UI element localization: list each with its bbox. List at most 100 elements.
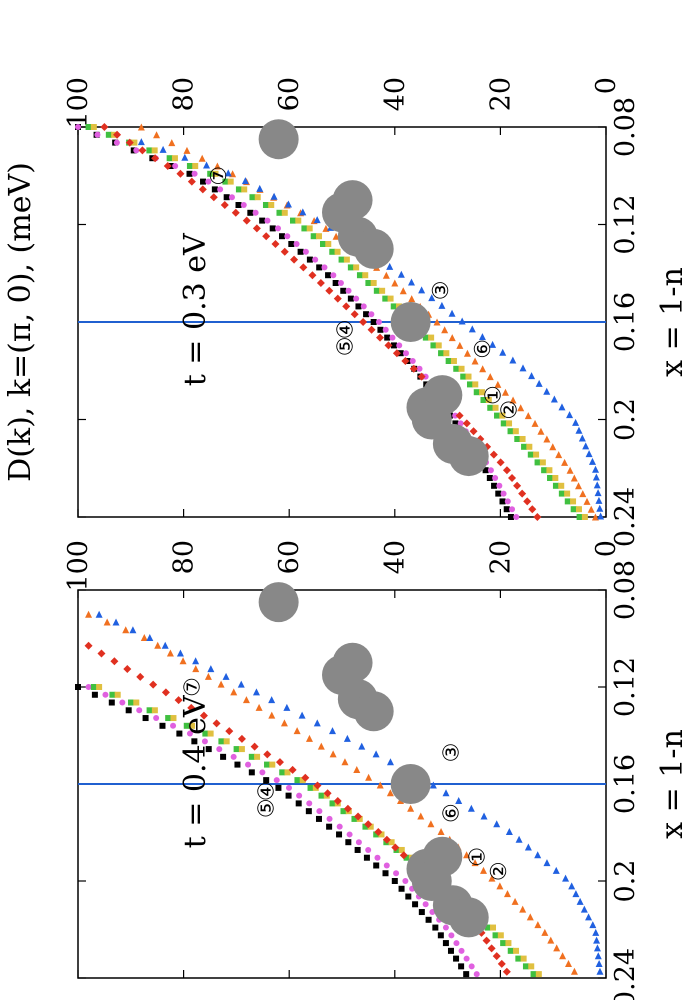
data-point (494, 380, 502, 388)
data-point (468, 325, 476, 333)
data-point (340, 287, 347, 294)
data-point (228, 194, 235, 201)
data-point (412, 901, 419, 908)
data-point (507, 947, 514, 954)
data-point (295, 800, 302, 807)
data-point (216, 746, 223, 753)
data-point (159, 145, 167, 153)
data-point (565, 959, 573, 967)
data-point (592, 465, 600, 473)
data-point (515, 835, 523, 843)
data-point (205, 178, 212, 185)
data-point (499, 412, 506, 419)
data-point (393, 870, 400, 877)
curve-label: ⑤ (255, 798, 280, 818)
data-point (417, 372, 426, 381)
data-point (443, 350, 450, 357)
data-point (588, 457, 596, 465)
data-point (579, 490, 587, 498)
data-point (189, 722, 196, 729)
curve-label: ⑦ (207, 166, 232, 186)
data-point (329, 248, 336, 255)
data-point (297, 248, 304, 255)
data-point (168, 139, 176, 147)
data-point (310, 233, 317, 240)
data-point (341, 758, 349, 766)
data-point (347, 295, 354, 302)
curve-label: ⑤ (334, 337, 359, 357)
x-tick-label: 0.08 (610, 560, 641, 620)
data-point (95, 610, 103, 618)
data-point (293, 241, 300, 247)
data-point (492, 475, 499, 481)
data-point (353, 765, 361, 773)
experiment-point (258, 119, 299, 160)
data-point (204, 672, 212, 680)
data-point (240, 202, 247, 208)
data-point (276, 209, 283, 216)
data-point (572, 890, 580, 898)
data-point (295, 217, 302, 224)
data-point (370, 319, 377, 325)
data-point (166, 649, 174, 657)
data-point (268, 696, 276, 704)
data-point (123, 665, 132, 674)
data-point (389, 334, 396, 341)
data-point (596, 504, 604, 512)
data-point (186, 163, 193, 169)
data-point (458, 365, 465, 372)
data-point (448, 309, 456, 317)
data-point (466, 381, 473, 388)
data-point (242, 216, 251, 225)
data-point (502, 967, 511, 976)
data-point (302, 248, 309, 255)
data-point (546, 467, 553, 474)
data-point (399, 851, 408, 860)
data-point (515, 955, 522, 962)
data-point (100, 123, 109, 131)
data-point (350, 310, 359, 319)
data-point (200, 178, 207, 185)
data-point (480, 812, 488, 820)
x-axis-title: x = 1-n (655, 729, 690, 839)
data-point (109, 691, 116, 698)
data-point (223, 738, 230, 745)
data-point (358, 742, 366, 750)
data-point (122, 626, 130, 634)
data-point (360, 303, 367, 310)
curve-label: ② (487, 861, 512, 881)
data-point (299, 263, 308, 272)
data-point (125, 138, 134, 147)
data-point (519, 436, 526, 442)
data-point (146, 707, 153, 714)
data-point (337, 280, 344, 286)
experiment-point (390, 764, 431, 804)
data-point (526, 443, 533, 450)
y-tick-label: 0 (591, 540, 622, 557)
data-point (453, 955, 460, 962)
data-point (171, 155, 178, 162)
x-tick-label: 0.24 (610, 948, 641, 1000)
data-point (137, 138, 145, 146)
data-point (528, 372, 536, 380)
data-point (345, 287, 352, 294)
data-point (284, 200, 292, 208)
curve-label: ⑥ (439, 803, 464, 823)
data-point (541, 928, 549, 936)
data-point (491, 482, 498, 489)
data-point (543, 387, 551, 395)
data-point (97, 649, 106, 658)
data-point (386, 758, 394, 766)
data-point (376, 333, 385, 342)
data-point (570, 498, 577, 505)
data-point (479, 365, 487, 373)
data-point (356, 272, 363, 279)
data-point (321, 264, 328, 271)
curve-label: ④ (255, 781, 280, 801)
data-point (254, 194, 261, 201)
data-point (465, 373, 472, 380)
y-tick-label: 20 (485, 77, 516, 111)
data-point (375, 319, 382, 325)
data-point (458, 317, 466, 325)
data-point (455, 796, 463, 804)
